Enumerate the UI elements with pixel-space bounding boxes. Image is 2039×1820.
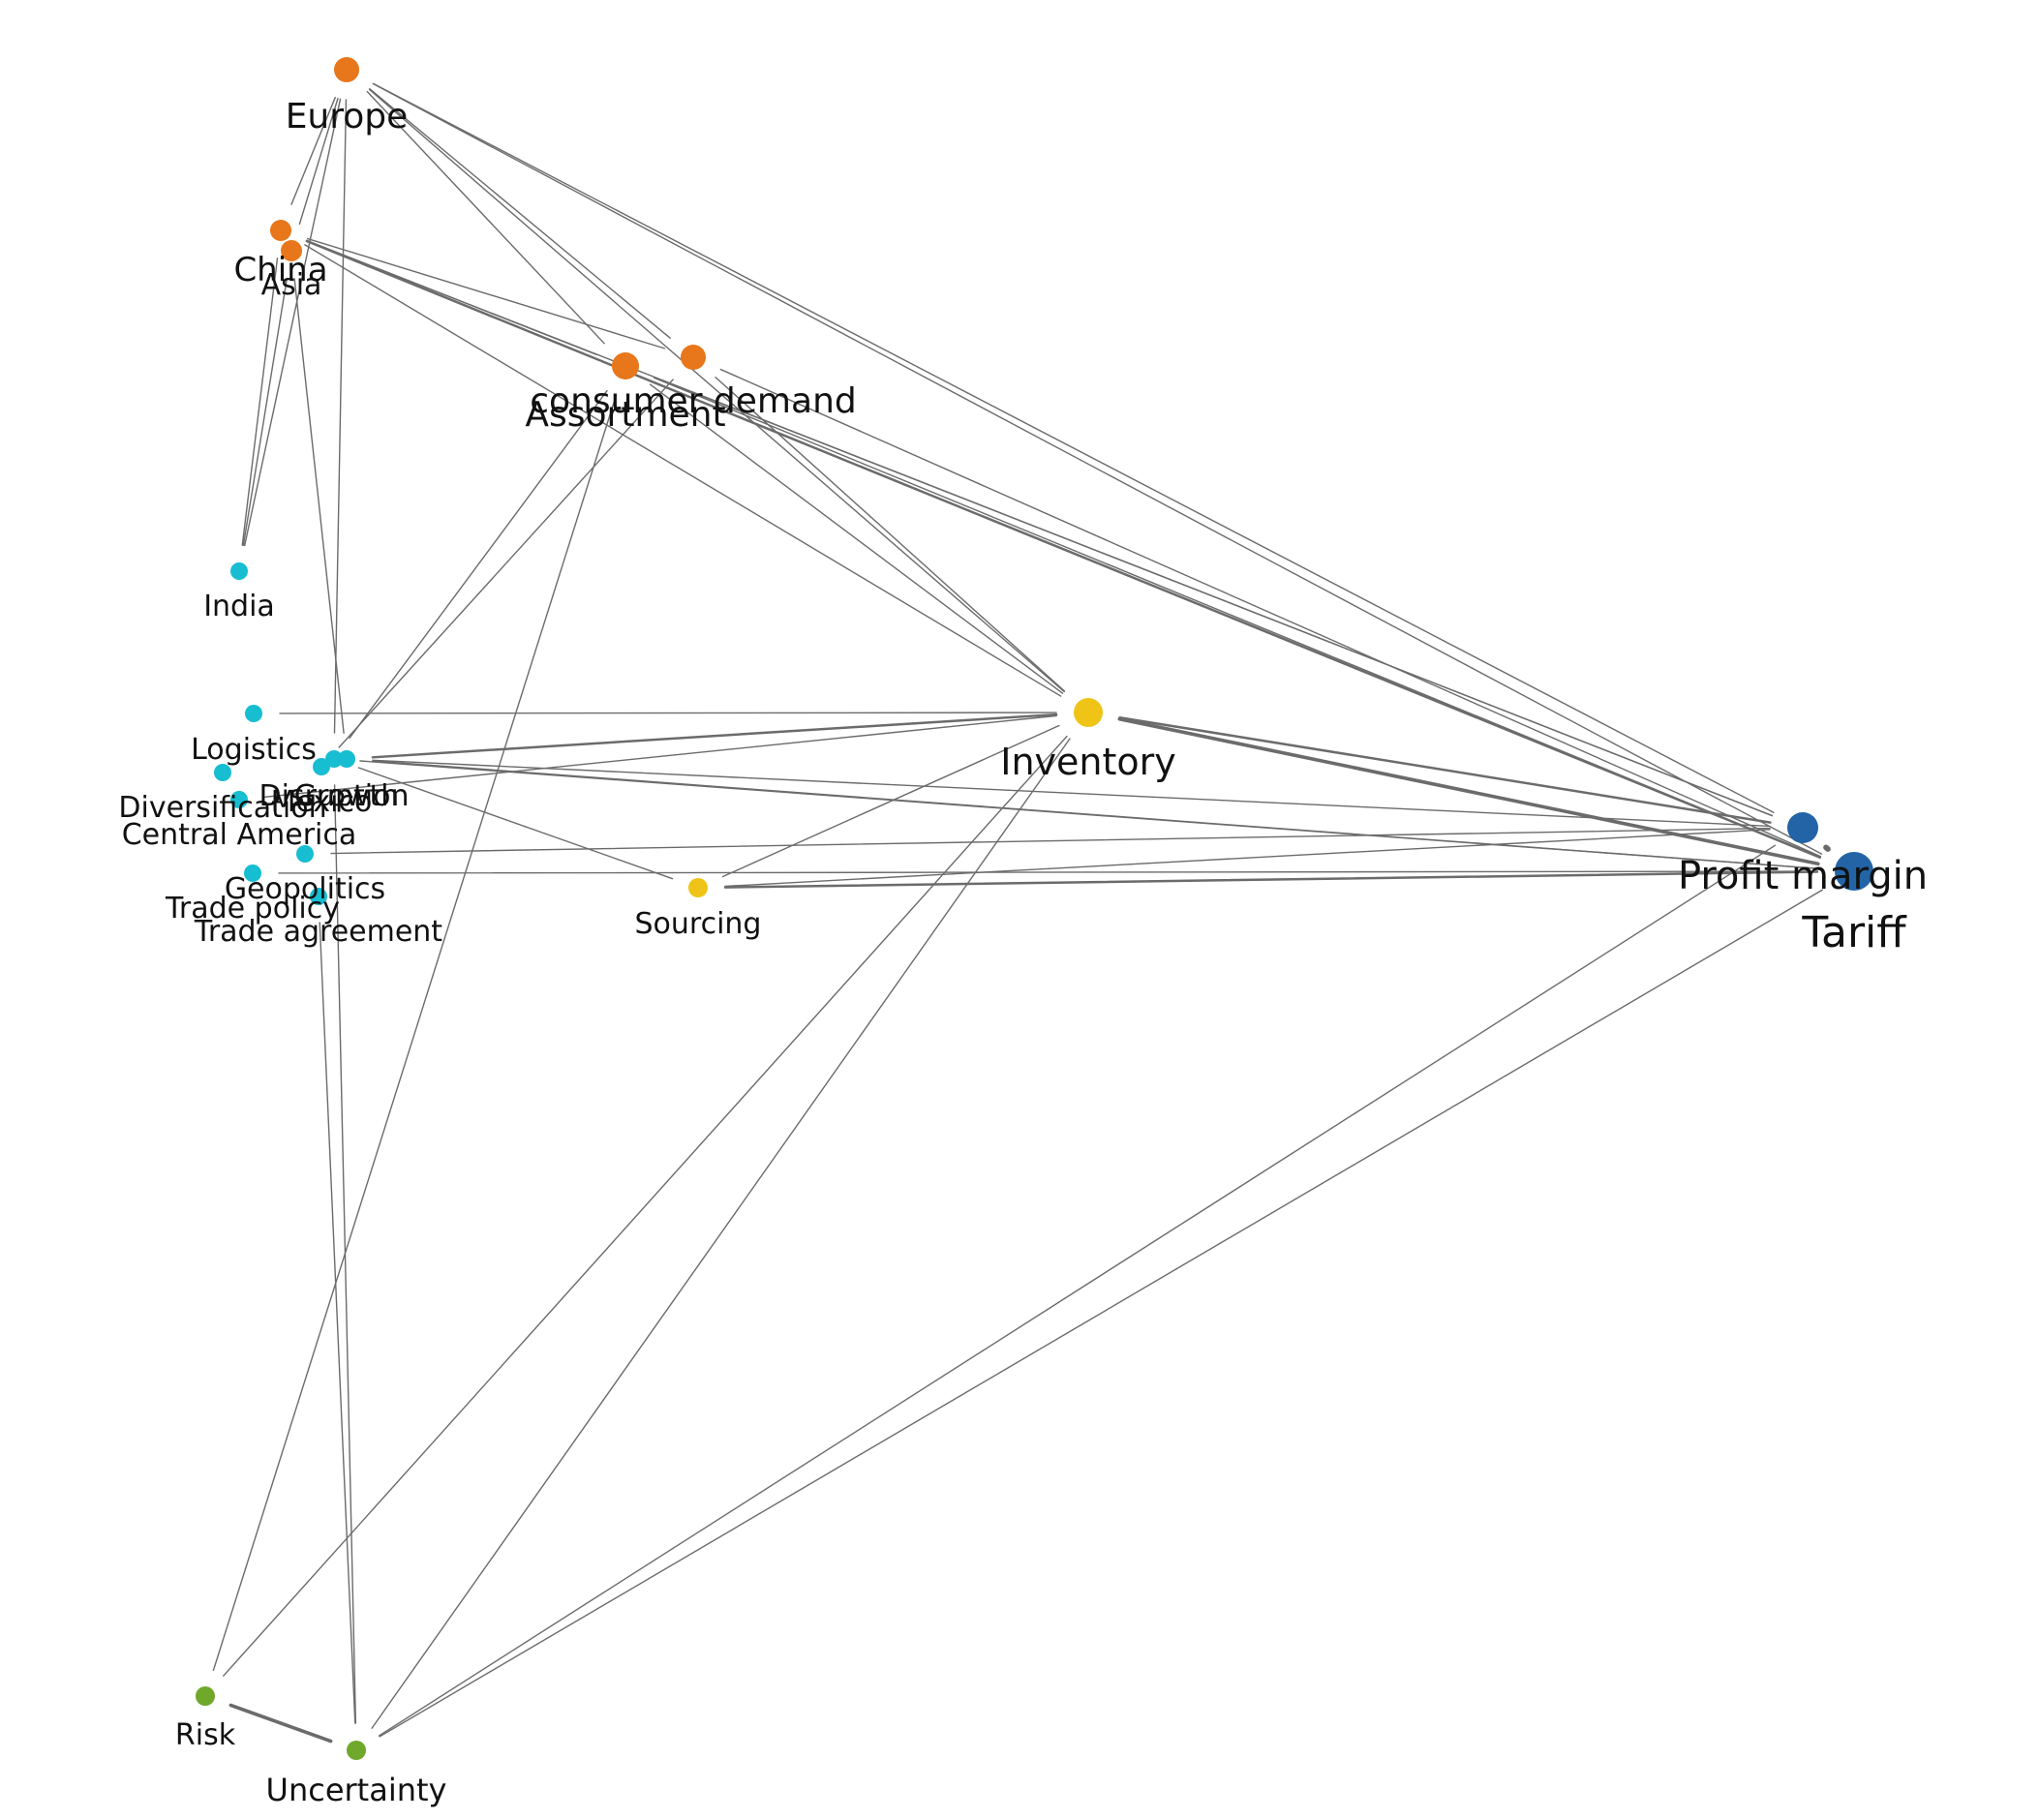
edge-sourcing-profit-margin: [724, 829, 1771, 888]
node-mexico[interactable]: [313, 758, 330, 775]
edge-china-tariff: [305, 239, 1822, 859]
node-central-america[interactable]: [230, 791, 248, 808]
node-trade-policy[interactable]: [244, 864, 261, 882]
node-assortment[interactable]: [612, 352, 639, 379]
edge-europe-china: [290, 96, 336, 205]
node-logistics[interactable]: [245, 705, 262, 722]
edge-risk-uncertainty: [228, 1703, 333, 1744]
edge-china-inventory: [304, 244, 1062, 697]
label-uncertainty: Uncertainty: [266, 1772, 447, 1808]
edge-europe-assortment: [366, 90, 605, 345]
node-uncertainty[interactable]: [347, 1741, 366, 1760]
label-india: India: [203, 590, 275, 623]
edge-profit-margin-tariff: [1823, 844, 1831, 852]
node-europe[interactable]: [334, 57, 359, 82]
label-trade-policy: Trade policy: [165, 892, 340, 925]
label-inventory: Inventory: [1000, 741, 1176, 783]
node-inventory[interactable]: [1074, 698, 1103, 727]
edge-asia-growth: [293, 278, 345, 734]
node-growth[interactable]: [338, 750, 355, 768]
node-sourcing[interactable]: [688, 878, 708, 897]
edge-trade-agreement-uncertainty: [319, 922, 356, 1724]
label-consumer-demand: consumer demand: [530, 381, 856, 421]
edge-sourcing-tariff: [723, 870, 1819, 889]
edge-europe-asia: [298, 97, 339, 225]
node-geopolitics[interactable]: [296, 845, 314, 863]
label-logistics: Logistics: [191, 733, 317, 767]
edge-europe-india: [243, 98, 342, 547]
label-sourcing: Sourcing: [635, 907, 762, 941]
edge-assortment-tariff: [653, 377, 1821, 859]
label-trade-agreement: Trade agreement: [194, 915, 442, 949]
label-risk: Risk: [175, 1718, 236, 1752]
edge-china-consumer-demand: [307, 237, 666, 349]
edge-inventory-profit-margin: [1118, 716, 1772, 824]
edge-inventory-risk: [223, 735, 1068, 1677]
node-risk[interactable]: [196, 1686, 215, 1706]
edge-inventory-tariff: [1117, 716, 1820, 866]
node-india[interactable]: [230, 562, 248, 580]
edge-inventory-uncertainty: [371, 738, 1071, 1729]
label-assortment: Assortment: [525, 395, 725, 435]
edge-assortment-profit-margin: [654, 376, 1774, 817]
edge-consumer-demand-mexico: [338, 379, 674, 748]
node-diversification[interactable]: [214, 764, 231, 781]
edge-europe-tariff: [372, 82, 1823, 855]
label-mexico: Mexico: [271, 785, 373, 819]
edge-asia-india: [242, 277, 289, 547]
edge-consumer-demand-tariff: [719, 368, 1821, 858]
label-china: China: [233, 251, 327, 289]
edge-europe-profit-margin: [372, 82, 1775, 813]
node-profit-margin[interactable]: [1787, 812, 1818, 843]
edge-growth-inventory: [371, 713, 1058, 759]
edge-china-india: [241, 258, 279, 546]
edge-disruption-uncertainty: [333, 784, 357, 1724]
node-disruption[interactable]: [325, 750, 343, 768]
edge-tariff-uncertainty: [379, 889, 1823, 1738]
label-asia: Asia: [261, 268, 322, 302]
edge-europe-consumer-demand: [369, 88, 671, 339]
edge-central-america-inventory: [264, 714, 1057, 798]
edge-europe-inventory: [368, 88, 1065, 693]
edge-assortment-inventory: [649, 383, 1064, 694]
node-china[interactable]: [270, 220, 291, 241]
label-central-america: Central America: [122, 818, 357, 852]
edge-disruption-tariff: [359, 760, 1818, 869]
node-consumer-demand[interactable]: [681, 345, 706, 370]
edge-profit-margin-uncertainty: [378, 844, 1777, 1737]
edge-consumer-demand-inventory: [715, 377, 1066, 692]
label-growth: Growth: [294, 779, 400, 813]
edge-europe-disruption: [333, 99, 348, 734]
edge-sourcing-inventory: [721, 724, 1060, 878]
label-europe: Europe: [286, 97, 409, 136]
node-asia[interactable]: [281, 240, 302, 261]
edge-trade-policy-tariff: [278, 870, 1818, 874]
edge-assortment-risk: [212, 394, 618, 1672]
edge-assortment-disruption: [349, 390, 608, 740]
label-profit-margin: Profit margin: [1678, 854, 1928, 898]
node-trade-agreement[interactable]: [310, 888, 327, 905]
edge-geopolitics-profit-margin: [330, 827, 1771, 855]
node-tariff[interactable]: [1835, 852, 1873, 891]
edge-disruption-sourcing: [357, 767, 674, 880]
node-layer: [196, 57, 1873, 1760]
label-disruption: Disruption: [259, 779, 410, 813]
label-diversification: Diversification: [118, 791, 326, 825]
label-tariff: Tariff: [1801, 908, 1907, 957]
edge-growth-profit-margin: [372, 759, 1771, 828]
edge-layer: [212, 82, 1831, 1744]
label-geopolitics: Geopolitics: [225, 872, 385, 906]
